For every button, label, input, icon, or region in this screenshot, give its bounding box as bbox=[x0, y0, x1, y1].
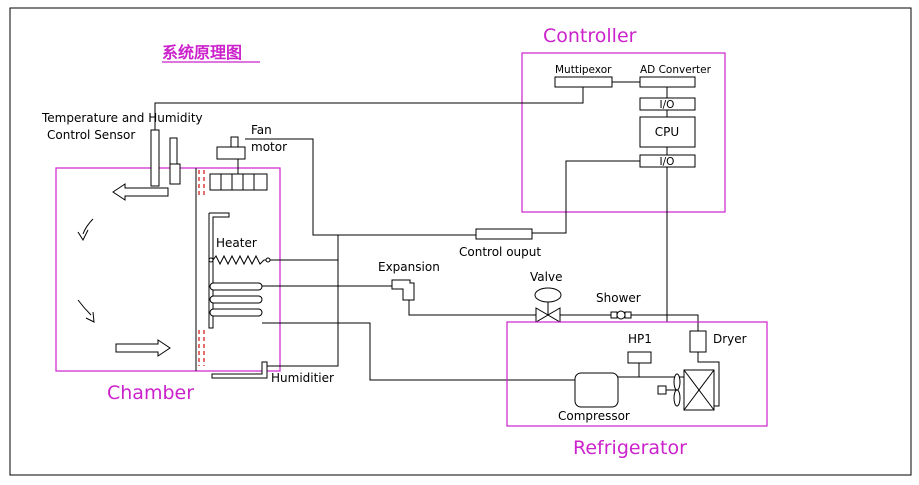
refrigerator-heading: Refrigerator bbox=[573, 437, 687, 459]
fan-to-control-line bbox=[245, 138, 476, 236]
heater-coil-icon bbox=[212, 254, 266, 266]
valve-label: Valve bbox=[530, 270, 562, 284]
humidifier-to-control-line bbox=[267, 235, 339, 367]
evaporator-coil-3 bbox=[209, 308, 263, 317]
fan-label-line1: Fan bbox=[251, 123, 272, 137]
condenser-fan-blade-top-icon bbox=[673, 373, 681, 391]
compressor-label: Compressor bbox=[558, 409, 630, 423]
compressor-icon bbox=[574, 372, 619, 408]
sensor-signal-line bbox=[154, 87, 584, 150]
hp1-switch-block bbox=[627, 351, 652, 364]
airflow-curve-arrow-bottom-icon bbox=[77, 299, 95, 323]
shower-nozzle-right bbox=[624, 311, 632, 319]
humidifier-label: Humiditier bbox=[271, 371, 334, 385]
air-duct bbox=[208, 212, 230, 329]
evaporator-to-compressor-line bbox=[262, 322, 575, 381]
dryer-label: Dryer bbox=[713, 332, 747, 346]
airflow-curve-arrow-top-icon bbox=[77, 218, 94, 242]
io-bottom-label: I/O bbox=[660, 156, 675, 168]
heater-terminal-right bbox=[265, 257, 271, 263]
fan-blades bbox=[209, 173, 268, 191]
controller-heading: Controller bbox=[543, 25, 637, 47]
fan-label-line2: motor bbox=[251, 140, 287, 154]
fan-motor-block bbox=[216, 146, 246, 160]
shower-head-icon bbox=[616, 310, 626, 320]
expansion-label: Expansion bbox=[378, 260, 440, 274]
heater-terminal-left bbox=[208, 257, 214, 263]
evaporator-coil-2 bbox=[209, 295, 263, 304]
dryer-icon bbox=[689, 330, 707, 353]
diagram-title: 系统原理图 bbox=[162, 43, 242, 62]
multiplexer-label: Muttipexor bbox=[555, 64, 612, 76]
io-top-label: I/O bbox=[660, 99, 675, 111]
shower-label: Shower bbox=[596, 291, 641, 305]
hp1-label: HP1 bbox=[628, 332, 652, 346]
fan-motor-cap bbox=[230, 136, 239, 148]
refrigerator-box bbox=[506, 321, 768, 427]
expansion-to-valve-line bbox=[408, 300, 536, 316]
expansion-valve-icon bbox=[391, 279, 415, 301]
control-output-block bbox=[475, 228, 533, 240]
sensor-label-line2: Control Sensor bbox=[47, 128, 135, 142]
chamber-box bbox=[55, 167, 281, 372]
heater-label: Heater bbox=[216, 236, 257, 250]
valve-body-right-icon bbox=[547, 307, 561, 323]
condenser-cross-2 bbox=[683, 369, 715, 411]
shower-to-dryer-line bbox=[631, 314, 699, 331]
valve-actuator bbox=[534, 287, 562, 303]
shower-nozzle-left bbox=[610, 311, 618, 319]
io-to-control-output-line bbox=[532, 160, 640, 234]
sensor-label-line1: Temperature and Humidity bbox=[41, 111, 203, 125]
condenser-to-dryer-line bbox=[697, 352, 720, 407]
condenser-fan-blade-bottom-icon bbox=[673, 389, 681, 407]
sensor-probe-right bbox=[169, 137, 178, 165]
airflow-arrow-right-icon bbox=[115, 339, 171, 357]
cpu-label: CPU bbox=[655, 125, 679, 139]
valve-body-left-icon bbox=[535, 307, 549, 323]
multiplexer-block bbox=[554, 76, 613, 88]
evaporator-coil-1 bbox=[209, 282, 263, 291]
chamber-heading: Chamber bbox=[107, 382, 194, 404]
humidifier-tray bbox=[211, 361, 268, 379]
ad-converter-label: AD Converter bbox=[640, 64, 712, 76]
outer-frame bbox=[9, 7, 912, 476]
sensor-housing bbox=[169, 163, 181, 185]
airflow-arrow-left-icon bbox=[112, 183, 169, 201]
condenser-fan-motor bbox=[657, 385, 667, 395]
controller-box bbox=[521, 52, 726, 213]
ad-converter-block bbox=[639, 76, 696, 88]
sensor-probe-left bbox=[150, 129, 160, 187]
control-output-label: Control ouput bbox=[459, 245, 541, 259]
